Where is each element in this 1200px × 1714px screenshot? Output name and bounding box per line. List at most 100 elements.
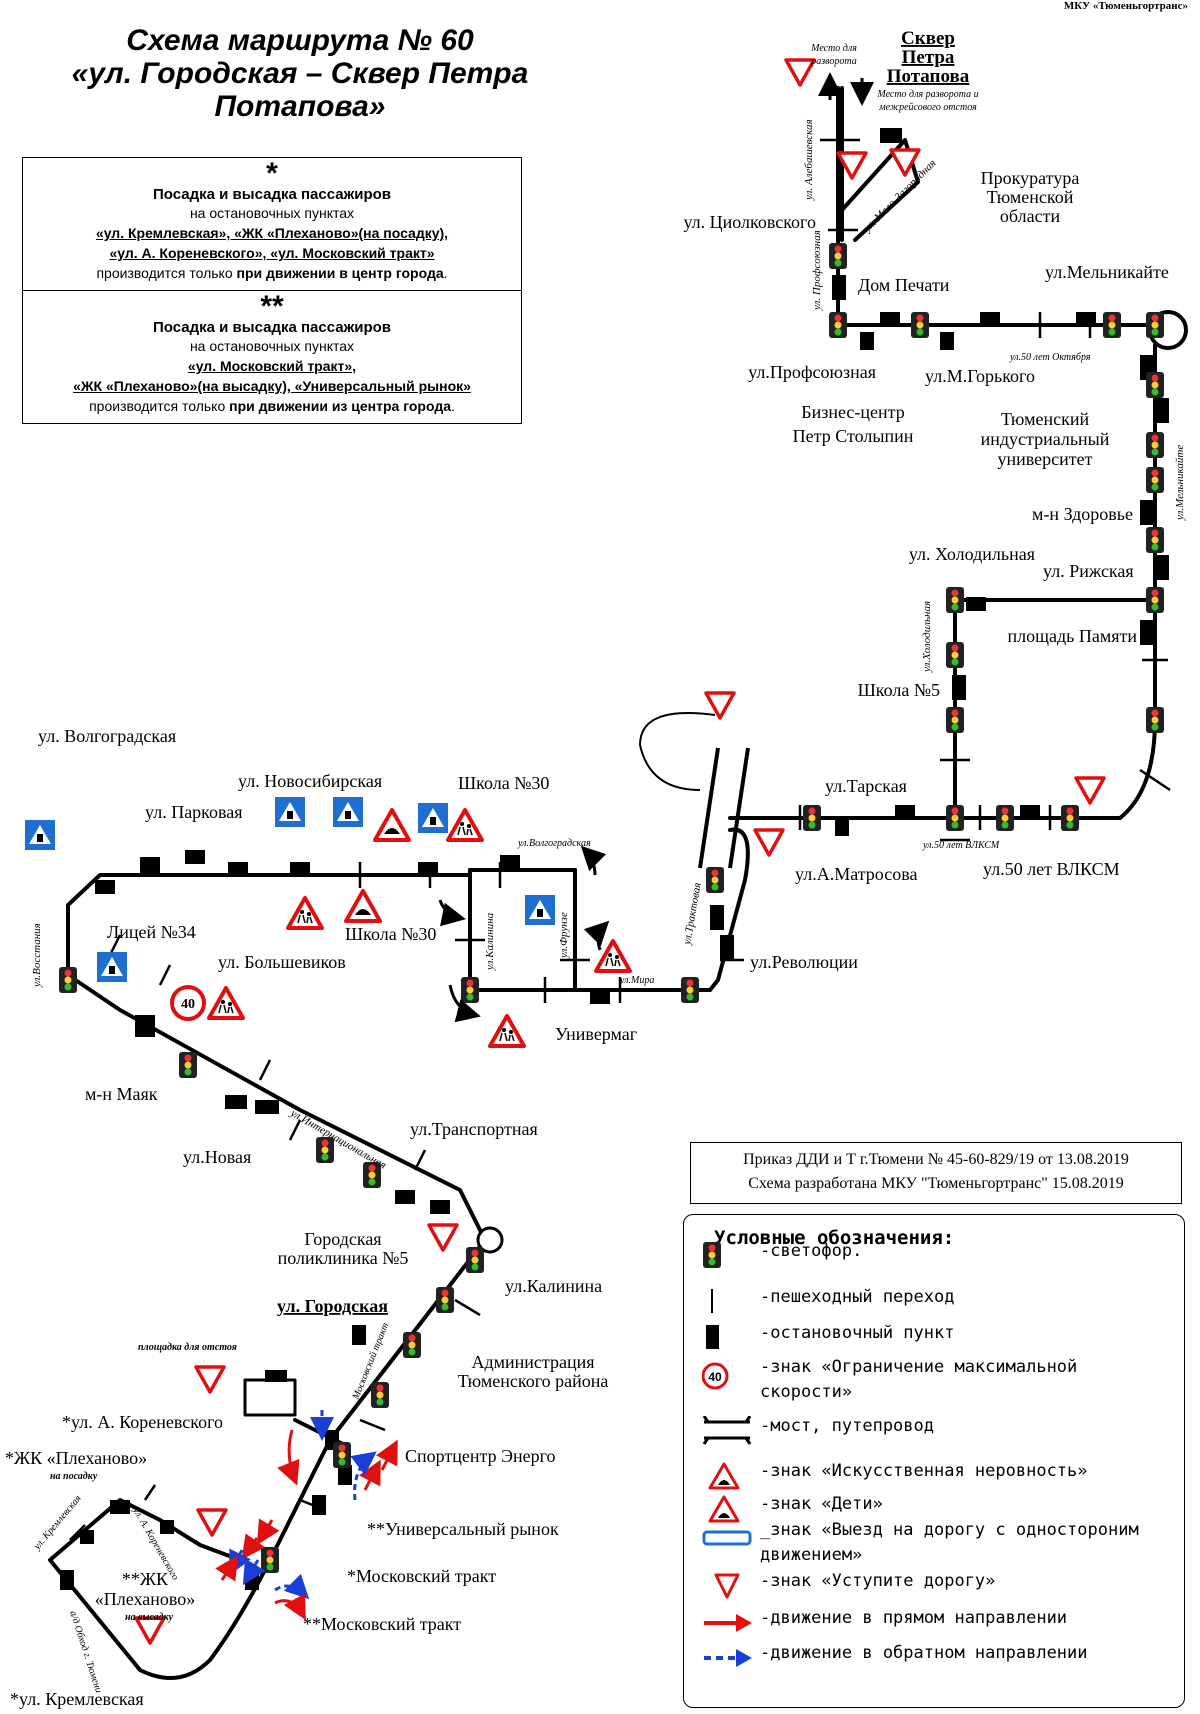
yield-sign-icon [1074, 776, 1106, 805]
crosswalk-icon [711, 1289, 713, 1313]
bus-stop-icon [1020, 805, 1040, 819]
terminal-note: Место для разворота и [876, 89, 978, 100]
forward-arrow-icon [376, 1439, 398, 1471]
speed-bump-sign-icon [708, 1462, 740, 1490]
speed-limit-icon: 40 [702, 1362, 729, 1390]
turn-arrow-icon [448, 984, 481, 1023]
stop-label: *ЖК «Плеханово» [5, 1448, 147, 1468]
yield-sign-icon [784, 58, 816, 87]
traffic-light-icon [261, 1547, 279, 1573]
bus-stop-icon [110, 1500, 130, 1514]
children-sign-icon [286, 896, 324, 930]
turn-arrow-icon [583, 920, 610, 951]
terminal-label: Потапова [887, 66, 970, 87]
backward-arrow-icon [274, 1573, 310, 1600]
legend-text: -светофор. [760, 1241, 863, 1261]
stop-label: **Универсальный рынок [367, 1519, 559, 1539]
note-stops: «ЖК «Плеханово»(на высадку), «Универсаль… [73, 378, 471, 394]
stop-label: Тюменский [1001, 409, 1090, 429]
crosswalk-icon [158, 964, 172, 986]
legend-text: -движение в прямом направлении [760, 1608, 1068, 1628]
traffic-light-icon [436, 1287, 454, 1313]
traffic-light-icon [946, 587, 964, 613]
yield-sign-icon [196, 1508, 228, 1537]
traffic-light-icon [706, 867, 724, 893]
bus-stop-icon [395, 1190, 415, 1204]
crosswalk-icon [359, 1418, 386, 1432]
legend: Условные обозначения: -светофор.-пешеход… [683, 1214, 1185, 1708]
street-label: ул.Мельникайте [1174, 445, 1186, 521]
children-sign-icon [446, 808, 484, 842]
children-sign-icon [488, 1014, 526, 1048]
stop-label: университет [998, 449, 1093, 469]
stop-label: ул.М.Горького [925, 366, 1035, 386]
forward-arrow-icon [256, 1518, 280, 1546]
title-line-2: «ул. Городская – Сквер Петра [71, 57, 529, 90]
crosswalk-sign-icon [97, 952, 127, 982]
crosswalks [69, 138, 1171, 1541]
bus-stop-icon [966, 597, 986, 611]
bus-stop-icon [255, 1100, 279, 1114]
crosswalk-icon [454, 1298, 481, 1317]
street-label: ул.Мира [619, 975, 654, 986]
note-line: на остановочных пунктах [189, 338, 355, 354]
bus-stop-icon [1155, 555, 1169, 580]
direction-arrows [215, 72, 874, 1621]
organization-label: МКУ «Тюменьгортранс» [1063, 0, 1188, 12]
bus-stop-icon [80, 1530, 94, 1544]
bus-stop-icon [290, 862, 310, 876]
note-outbound: ** Посадка и высадка пассажиров на остан… [23, 290, 521, 423]
traffic-light-icon [333, 1442, 351, 1468]
bridge-icon [702, 1416, 752, 1445]
children-sign-icon [207, 986, 245, 1020]
legend-text: -знак «Дети» [760, 1494, 883, 1514]
bridge-icon [698, 747, 750, 869]
traffic-light-icon [1061, 805, 1079, 831]
bus-stop-icon [135, 1015, 155, 1037]
stop-label: ул. Новосибирская [238, 771, 382, 791]
bus-stop-icon [880, 312, 900, 326]
street-label: ул.Калинина [484, 912, 496, 971]
stop-label: Школа №30 [458, 773, 549, 793]
street-label: ул.Фрунзе [558, 912, 570, 959]
bus-stop-icon [140, 857, 160, 875]
backward-arrow-icon [350, 1451, 377, 1501]
yield-sign-icon [753, 828, 785, 857]
bus-stop-icon [590, 990, 610, 1004]
street-label: ул. Профсоюзная [811, 230, 823, 311]
traffic-light-icon [803, 805, 821, 831]
traffic-light-icon [1146, 527, 1164, 553]
traffic-light-icon [946, 642, 964, 668]
stop-label: Школа №5 [858, 680, 940, 700]
stop-label: ул.А.Матросова [795, 864, 918, 884]
stop-label: Тюменской [987, 187, 1074, 207]
one-way-sign-icon [702, 1530, 752, 1546]
bus-stop-icon [500, 855, 520, 869]
order-line-1: Приказ ДДИ и Т г.Тюмени № 45-60-829/19 о… [743, 1151, 1129, 1168]
legend-text: _знак «Выезд на дорогу с одностороним дв… [760, 1520, 1139, 1565]
crosswalk-icon [108, 934, 122, 956]
bus-stop-icon [352, 1325, 366, 1345]
traffic-light-icon [403, 1332, 421, 1358]
bus-stop-icon [265, 1370, 287, 1382]
stop-label: Универмаг [555, 1024, 637, 1044]
traffic-light-icon [371, 1382, 389, 1408]
order-line-2: Схема разработана МКУ "Тюменьгортранс" 1… [748, 1175, 1124, 1192]
legend-text: -знак «Искусственная неровность» [760, 1461, 1088, 1481]
traffic-light-icon [946, 805, 964, 831]
yield-sign-icon [889, 148, 921, 177]
bus-stop-icon [430, 1200, 450, 1214]
street-label: ул.50 лет ВЛКСМ [922, 840, 1000, 851]
crosswalk-sign-icon [525, 895, 555, 925]
backward-arrow-icon [242, 1558, 266, 1586]
speed-limit-icon: 40 [170, 985, 206, 1021]
bus-stop-icon [228, 862, 248, 876]
street-label: ул.Трактовая [681, 882, 704, 947]
bus-stop-icon [1140, 620, 1154, 645]
bus-stop-icon [710, 905, 724, 930]
terminal-note: межрейсового отстоя [878, 102, 977, 113]
speed-bump-sign-icon [344, 889, 382, 923]
bus-stop-icon [832, 275, 846, 300]
bus-stop-icon [1076, 312, 1096, 326]
